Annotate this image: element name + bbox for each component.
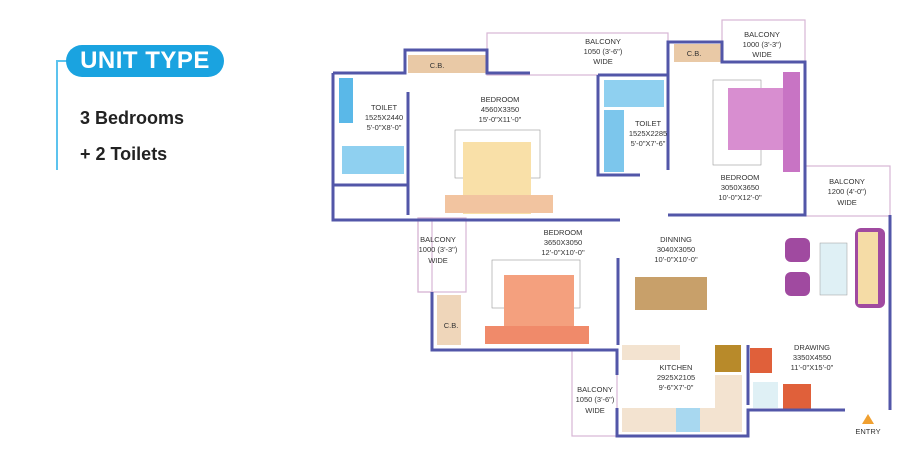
decor-line bbox=[56, 60, 58, 170]
toilets-text: + 2 Toilets bbox=[80, 144, 168, 164]
room-size: 3040X3050 bbox=[657, 245, 695, 254]
coffee-table-icon bbox=[819, 242, 848, 296]
room-label: BALCONY bbox=[829, 177, 865, 186]
wc-icon bbox=[604, 110, 624, 172]
room-label: BEDROOM bbox=[481, 95, 520, 104]
wall bbox=[598, 40, 807, 217]
wall bbox=[331, 73, 620, 222]
room-size: 1525X2285 bbox=[629, 129, 667, 138]
side-tables bbox=[783, 72, 800, 172]
room-label: BEDROOM bbox=[721, 173, 760, 182]
entry-label: ENTRY bbox=[855, 427, 880, 436]
room-size: 2925X2105 bbox=[657, 373, 695, 382]
cupboard bbox=[408, 55, 486, 73]
room-label: DINNING bbox=[660, 235, 692, 244]
wall bbox=[430, 292, 619, 375]
room-size: 10'-0"X10'-0" bbox=[654, 255, 698, 264]
room-size: 9'-6"X7'-0" bbox=[659, 383, 694, 392]
room-size: 1050 (3'-6") bbox=[584, 47, 623, 56]
room-size: 3350X4550 bbox=[793, 353, 831, 362]
entry-arrow-icon bbox=[862, 414, 874, 424]
room-size: 1000 (3'-3") bbox=[419, 245, 458, 254]
room-label: TOILET bbox=[371, 103, 398, 112]
balcony-top bbox=[486, 32, 669, 76]
cupboard-label: C.B. bbox=[687, 49, 702, 58]
room-label: BALCONY bbox=[585, 37, 621, 46]
room-size: 15'-0"X11'-0" bbox=[479, 115, 522, 124]
room-label: BEDROOM bbox=[544, 228, 583, 237]
room-size: WIDE bbox=[593, 57, 613, 66]
room-size: 11'-0"X15'-0" bbox=[791, 363, 834, 372]
wall bbox=[596, 75, 640, 177]
room-size: 10'-0"X12'-0" bbox=[718, 193, 762, 202]
cupboard bbox=[674, 44, 721, 62]
balcony-left bbox=[417, 217, 433, 293]
counter bbox=[622, 345, 680, 360]
room-size: 1525X2440 bbox=[365, 113, 403, 122]
room-size: 4560X3350 bbox=[481, 105, 519, 114]
room-size: 1200 (4'-0") bbox=[828, 187, 867, 196]
room-size: 5'-0"X8'-0" bbox=[367, 123, 402, 132]
side-table-icon bbox=[753, 382, 778, 408]
room-label: BALCONY bbox=[577, 385, 613, 394]
room-label: TOILET bbox=[635, 119, 662, 128]
side-tables bbox=[445, 195, 553, 213]
sofa-icon bbox=[858, 232, 878, 304]
room-size: 12'-0"X10'-0" bbox=[541, 248, 585, 257]
room-size: 5'-0"X7'-6" bbox=[631, 139, 666, 148]
room-size: 3050X3650 bbox=[721, 183, 759, 192]
fridge-icon bbox=[715, 345, 741, 372]
room-size: 1050 (3'-6") bbox=[576, 395, 615, 404]
room-size: WIDE bbox=[585, 406, 605, 415]
decor-line bbox=[56, 60, 68, 62]
cupboard bbox=[437, 295, 461, 345]
room-size: 1000 (3'-3") bbox=[743, 40, 782, 49]
chair-icon bbox=[785, 238, 810, 262]
bedrooms-text: 3 Bedrooms bbox=[80, 108, 185, 128]
bathtub-icon bbox=[604, 80, 664, 107]
room-size: WIDE bbox=[752, 50, 772, 59]
room-label: DRAWING bbox=[794, 343, 830, 352]
cupboard-label: C.B. bbox=[444, 321, 459, 330]
room-label: KITCHEN bbox=[660, 363, 693, 372]
armchair-icon bbox=[750, 348, 772, 373]
balcony-left bbox=[417, 217, 467, 293]
counter bbox=[715, 375, 742, 415]
room-size: WIDE bbox=[837, 198, 857, 207]
room-label: BALCONY bbox=[744, 30, 780, 39]
dining-table-icon bbox=[635, 277, 707, 310]
bathtub-icon bbox=[342, 146, 404, 174]
chair-icon bbox=[785, 272, 810, 296]
cupboard-label: C.B. bbox=[430, 61, 445, 70]
wc-icon bbox=[339, 78, 353, 123]
room-size: WIDE bbox=[428, 256, 448, 265]
wall bbox=[333, 48, 530, 75]
room-size: 3650X3050 bbox=[544, 238, 582, 247]
sink-icon bbox=[676, 408, 700, 432]
side-tables bbox=[485, 326, 589, 344]
unit-type-badge: UNIT TYPE bbox=[66, 45, 224, 77]
armchair-icon bbox=[783, 384, 811, 409]
room-label: BALCONY bbox=[420, 235, 456, 244]
wall bbox=[615, 408, 845, 438]
